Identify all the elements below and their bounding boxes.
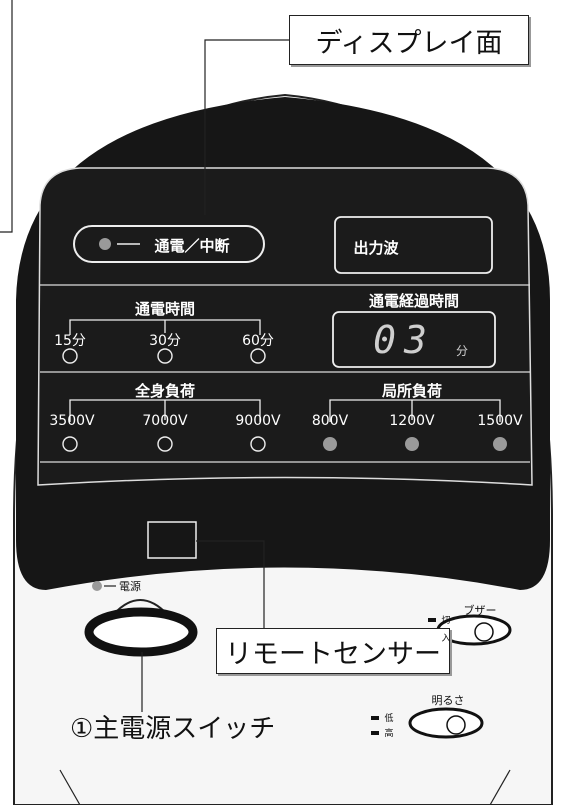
time-option-60: 60分 [242,333,274,349]
elapsed-time-unit: 分 [455,344,469,358]
brightness-low-label: 低 [384,714,394,724]
load-9000-led[interactable] [250,436,266,452]
load-option-3500: 3500V [49,413,95,429]
time-option-30: 30分 [149,333,181,349]
buzzer-on-label: 入 [441,634,451,644]
time-30-led[interactable] [157,348,173,364]
load-800-led[interactable] [323,437,337,451]
whole-body-bracket [69,399,261,422]
load-option-1500: 1500V [477,413,523,429]
energize-pause-button[interactable] [73,225,265,263]
local-load-bracket [329,399,501,422]
display-surface-callout: ディスプレイ面 [289,15,529,65]
elapsed-time-box [332,311,496,368]
brightness-high-mark [371,731,379,735]
energize-time-title: 通電時間 [134,300,196,318]
power-led [92,581,102,591]
load-7000-led[interactable] [157,436,173,452]
energize-led [99,238,111,250]
elapsed-time-digits: 03 [373,318,435,362]
load-option-800: 800V [311,413,349,429]
buzzer-knob-dial [474,622,494,642]
main-power-switch[interactable] [84,607,198,657]
main-power-switch-callout: ①主電源スイッチ [70,714,276,744]
local-load-title: 局所負荷 [381,382,443,400]
remote-callout-leader [196,540,265,628]
elapsed-time-title: 通電経過時間 [368,292,460,310]
remote-sensor-window [147,521,197,559]
side-bracket [0,0,13,233]
load-1200-led[interactable] [405,437,419,451]
output-wave-box [334,216,493,274]
stand-line [489,769,511,805]
display-callout-leader [204,39,289,215]
output-wave-label: 出力波 [353,239,399,257]
time-15-led[interactable] [62,348,78,364]
whole-body-load-title: 全身負荷 [134,382,196,400]
remote-sensor-callout: リモートセンサー [216,628,450,674]
load-1500-led[interactable] [493,437,507,451]
display-panel [37,167,533,486]
brightness-title: 明るさ [431,694,465,707]
buzzer-title: ブザー [463,604,497,617]
buzzer-off-mark [428,618,436,622]
brightness-knob-dial [446,715,466,735]
brightness-high-label: 高 [384,729,394,739]
load-option-9000: 9000V [235,413,281,429]
time-60-led[interactable] [250,348,266,364]
load-option-1200: 1200V [389,413,435,429]
load-3500-led[interactable] [62,436,78,452]
time-option-15: 15分 [54,333,86,349]
brightness-knob[interactable] [408,707,484,739]
stand-line [59,769,81,805]
buzzer-off-label: 切 [441,616,451,626]
power-indicator-label: 電源 [119,580,141,593]
energize-time-bracket [69,319,261,335]
load-option-7000: 7000V [142,413,188,429]
energize-pause-label: 通電／中断 [154,237,230,255]
brightness-low-mark [371,716,379,720]
